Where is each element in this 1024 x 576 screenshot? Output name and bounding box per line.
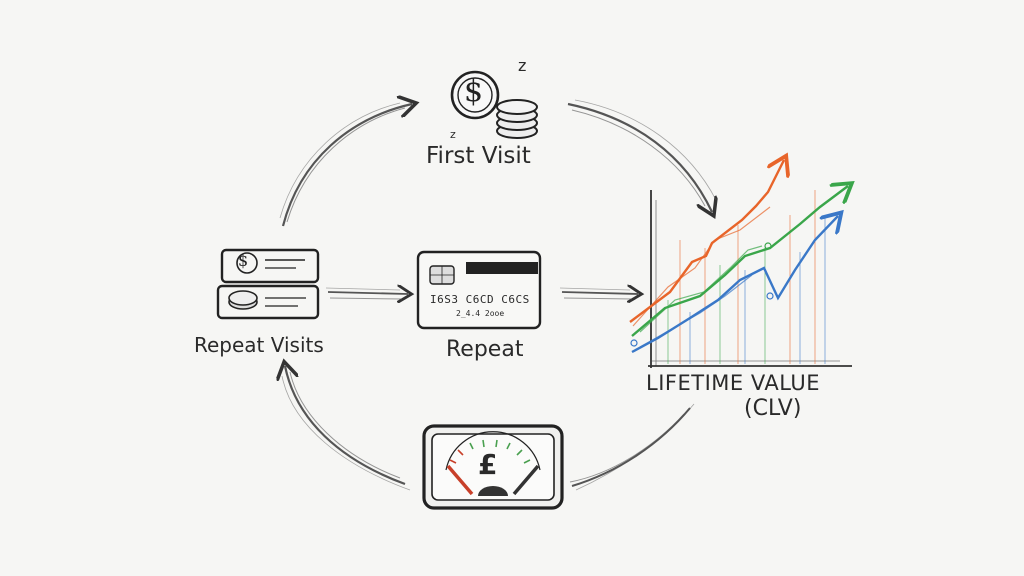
- repeat-visits-label: Repeat Visits: [194, 333, 324, 357]
- arrow-repeat-visits-to-repeat: [325, 288, 408, 299]
- dollar-coins-icon: [450, 70, 538, 139]
- clv-label: (CLV): [744, 396, 802, 421]
- card-subtext: 2_4.4 2ooe: [456, 309, 505, 318]
- first-visit-label: First Visit: [426, 143, 531, 169]
- lifetime-value-label: LIFETIME VALUE: [646, 371, 821, 395]
- wallet-dollar-symbol: $: [238, 251, 249, 270]
- wallet-cards-icon: [216, 248, 320, 320]
- arrow-first-visit-to-clv: [567, 99, 716, 212]
- arrow-gauge-to-repeat-visits: [282, 366, 411, 491]
- arrow-clv-to-gauge: [569, 403, 695, 491]
- repeat-label: Repeat: [446, 337, 524, 362]
- z-mark: z: [450, 128, 456, 141]
- arrow-repeat-visits-to-first-visit: [279, 103, 412, 227]
- pound-gauge-icon: [422, 424, 564, 510]
- card-number: I6S3 C6CD C6CS: [430, 293, 530, 306]
- credit-card-icon: [416, 250, 542, 330]
- dollar-symbol: $: [464, 74, 484, 109]
- arrow-repeat-to-clv: [559, 288, 638, 299]
- growth-chart-icon: [629, 160, 852, 368]
- pound-symbol: £: [478, 448, 498, 481]
- z-mark: z: [518, 56, 527, 75]
